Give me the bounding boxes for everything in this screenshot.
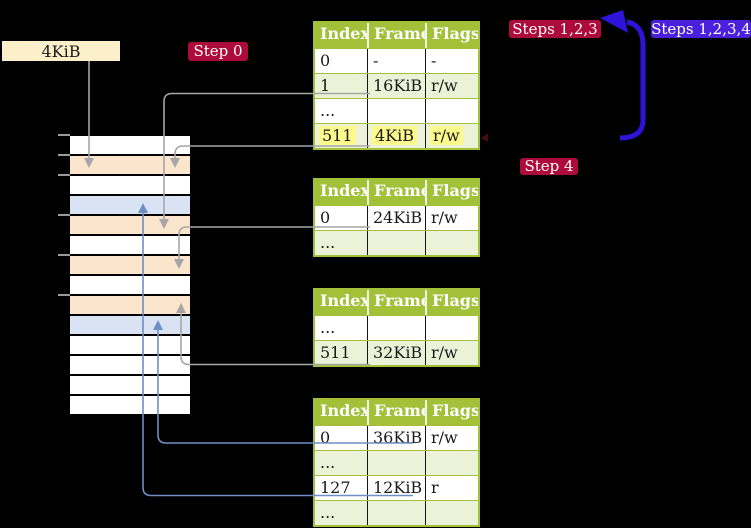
table-cell: 1 bbox=[320, 76, 331, 95]
table-cell: 4KiB bbox=[367, 124, 425, 148]
page-table-4-row-ellipsis-1: ... bbox=[315, 450, 478, 475]
column-header-frame: Frame bbox=[367, 23, 425, 48]
memory-row-7-page-table bbox=[70, 256, 190, 274]
memory-row-10-mapped-page bbox=[70, 316, 190, 334]
table-cell bbox=[425, 451, 478, 475]
badge-steps-1234: Steps 1,2,3,4 bbox=[651, 19, 751, 38]
memory-row-12-unused bbox=[70, 356, 190, 374]
table-cell: 127 bbox=[320, 478, 351, 497]
memory-row-13-unused bbox=[70, 376, 190, 394]
table-cell: ... bbox=[320, 503, 336, 522]
memory-row-11-unused bbox=[70, 336, 190, 354]
table-cell: 16KiB bbox=[367, 74, 425, 98]
page-table-2-row-ellipsis-1: ... bbox=[315, 230, 478, 255]
table-cell bbox=[367, 231, 425, 255]
memory-row-9-page-table bbox=[70, 296, 190, 314]
address-tick-4 bbox=[58, 214, 70, 216]
badge-step-4: Step 4 bbox=[520, 158, 578, 175]
memory-row-2-page-table bbox=[70, 156, 190, 174]
table-cell: 0 bbox=[320, 208, 331, 227]
memory-row-14-unused bbox=[70, 396, 190, 414]
table-cell bbox=[425, 99, 478, 123]
page-table-1-row-ellipsis-2: ... bbox=[315, 98, 478, 123]
table1-side-tick-icon bbox=[481, 133, 488, 142]
table-cell: 24KiB bbox=[367, 206, 425, 230]
badge-steps-123: Steps 1,2,3 bbox=[509, 20, 601, 38]
memory-row-6-unused bbox=[70, 236, 190, 254]
table-cell bbox=[367, 501, 425, 525]
table-cell: r/w bbox=[425, 426, 478, 450]
column-header-flags: Flags bbox=[425, 290, 478, 315]
column-header-index: Index bbox=[320, 181, 367, 200]
memory-row-3-unused bbox=[70, 176, 190, 194]
column-header-flags: Flags bbox=[425, 400, 478, 425]
column-header-index: Index bbox=[320, 291, 367, 310]
memory-row-4-mapped-page bbox=[70, 196, 190, 214]
table-cell bbox=[425, 316, 478, 340]
table-cell: ... bbox=[320, 233, 336, 252]
address-tick-6 bbox=[58, 294, 70, 296]
table-cell: - bbox=[425, 49, 478, 73]
page-table-3-header-row: IndexFrameFlags bbox=[315, 290, 478, 315]
memory-row-8-unused bbox=[70, 276, 190, 294]
table-cell: 511 bbox=[320, 343, 351, 362]
table-cell: 0 bbox=[320, 428, 331, 447]
table-cell: ... bbox=[320, 318, 336, 337]
page-table-1-header-row: IndexFrameFlags bbox=[315, 23, 478, 48]
page-table-4-header-row: IndexFrameFlags bbox=[315, 400, 478, 425]
page-table-1-row-511: 511 4KiB r/w bbox=[315, 123, 478, 148]
table-cell: 32KiB bbox=[367, 341, 425, 365]
column-header-index: Index bbox=[320, 24, 367, 43]
page-table-3-row-ellipsis-0: ... bbox=[315, 315, 478, 340]
page-table-2-header-row: IndexFrameFlags bbox=[315, 180, 478, 205]
column-header-frame: Frame bbox=[367, 180, 425, 205]
address-tick-2 bbox=[58, 154, 70, 156]
highlighted-value: 4KiB bbox=[372, 126, 418, 145]
table-cell: r bbox=[425, 476, 478, 500]
table-cell: ... bbox=[320, 101, 336, 120]
table-cell: 0 bbox=[320, 51, 331, 70]
steps-1234-loop-arrow-icon bbox=[619, 19, 646, 141]
page-table-2: IndexFrameFlags 0 24KiBr/w... bbox=[313, 178, 480, 257]
table-cell: 511 bbox=[315, 124, 367, 148]
table-cell bbox=[425, 501, 478, 525]
page-table-1-row-0: 0 -- bbox=[315, 48, 478, 73]
table-cell bbox=[425, 231, 478, 255]
column-header-index: Index bbox=[320, 401, 367, 420]
address-tick-1 bbox=[58, 134, 70, 136]
table-cell: - bbox=[367, 49, 425, 73]
steps-1234-arrowhead-icon bbox=[600, 10, 628, 33]
table-cell: ... bbox=[320, 453, 336, 472]
page-table-4-row-ellipsis-3: ... bbox=[315, 500, 478, 525]
table-cell: r/w bbox=[425, 206, 478, 230]
address-tick-5 bbox=[58, 254, 70, 256]
badge-step-0: Step 0 bbox=[188, 42, 248, 61]
table-cell bbox=[367, 316, 425, 340]
table-cell: r/w bbox=[425, 74, 478, 98]
highlighted-value: r/w bbox=[430, 126, 463, 145]
memory-row-5-page-table bbox=[70, 216, 190, 234]
table-cell bbox=[367, 99, 425, 123]
column-header-frame: Frame bbox=[367, 400, 425, 425]
page-size-label: 4KiB bbox=[2, 41, 120, 61]
column-header-flags: Flags bbox=[425, 23, 478, 48]
column-header-frame: Frame bbox=[367, 290, 425, 315]
column-header-flags: Flags bbox=[425, 180, 478, 205]
table-cell: 36KiB bbox=[367, 426, 425, 450]
table-cell bbox=[367, 451, 425, 475]
address-tick-3 bbox=[58, 174, 70, 176]
table-cell: r/w bbox=[425, 341, 478, 365]
highlighted-value: 511 bbox=[319, 126, 356, 145]
table-cell: r/w bbox=[425, 124, 478, 148]
table-cell: 12KiB bbox=[367, 476, 425, 500]
memory-row-1-unused bbox=[70, 136, 190, 154]
